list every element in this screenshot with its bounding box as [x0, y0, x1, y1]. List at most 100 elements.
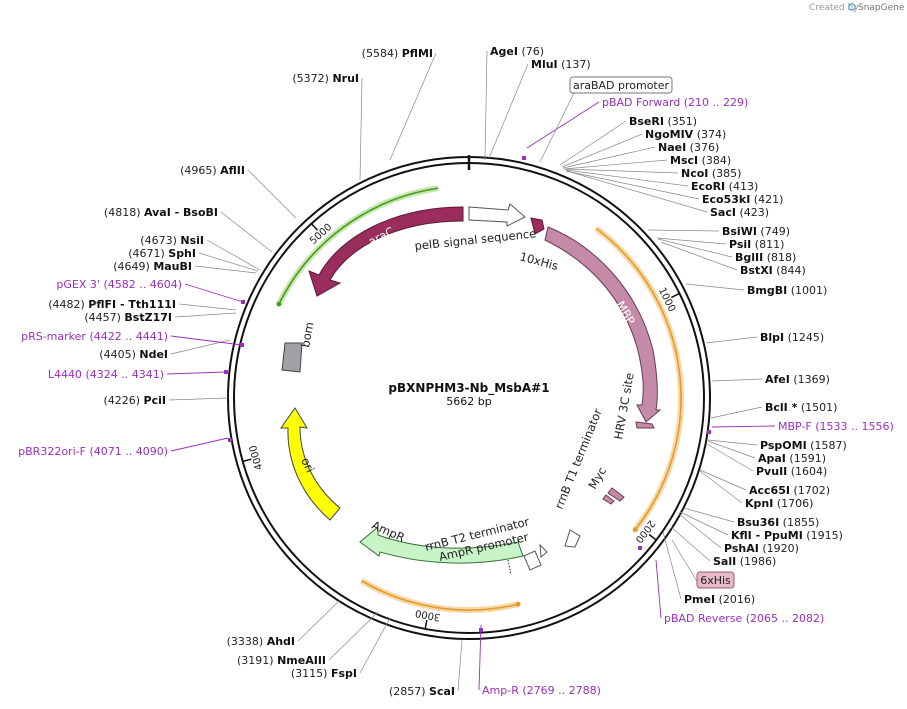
site-nrui[interactable]: (5372) NruI: [292, 72, 359, 85]
site-afei[interactable]: AfeI (1369): [765, 373, 830, 386]
boxed-label-arabad-promoter[interactable]: araBAD promoter: [539, 76, 673, 163]
primer-pbr322ori-f[interactable]: pBR322ori-F (4071 .. 4090): [18, 437, 232, 458]
primer-prs-marker[interactable]: pRS-marker (4422 .. 4441): [21, 330, 244, 347]
site-label[interactable]: (4226) PciI: [103, 394, 166, 407]
site-ecori[interactable]: EcoRI (413): [691, 180, 758, 193]
site-kpni[interactable]: KpnI (1706): [745, 497, 813, 510]
primer-label[interactable]: pBAD Forward (210 .. 229): [602, 96, 748, 109]
site-psii[interactable]: PsiI (811): [729, 238, 784, 251]
feature-MBP-arrow[interactable]: [544, 226, 662, 423]
site-ahdi[interactable]: (3338) AhdI: [227, 635, 295, 648]
site-pflfi-tth111i[interactable]: (4482) PflFI - Tth111I: [48, 298, 176, 311]
site-label[interactable]: MluI (137): [531, 58, 591, 71]
site-label[interactable]: NaeI (376): [658, 141, 719, 154]
site-label[interactable]: PsiI (811): [729, 238, 784, 251]
site-label[interactable]: (4671) SphI: [128, 247, 196, 260]
primer-mbp-f[interactable]: MBP-F (1533 .. 1556): [707, 420, 894, 434]
site-pvuii[interactable]: PvuII (1604): [756, 465, 827, 478]
feature-pelB-arrow[interactable]: [468, 203, 526, 227]
site-label[interactable]: NgoMIV (374): [645, 128, 726, 141]
site-bsu36i[interactable]: Bsu36I (1855): [737, 516, 819, 529]
site-label[interactable]: BmgBI (1001): [747, 284, 827, 297]
site-label[interactable]: PshAI (1920): [724, 542, 799, 555]
site-kfli-ppumi[interactable]: KflI - PpuMI (1915): [731, 529, 843, 542]
site-label[interactable]: MscI (384): [670, 154, 731, 167]
site-sali[interactable]: SalI (1986): [713, 555, 776, 568]
feature-rrnBT2-arrow[interactable]: [539, 543, 548, 558]
site-label[interactable]: BsiWI (749): [722, 225, 790, 238]
primer-pbad-reverse[interactable]: pBAD Reverse (2065 .. 2082): [638, 546, 824, 625]
site-ncoi[interactable]: NcoI (385): [681, 167, 741, 180]
site-label[interactable]: AgeI (76): [490, 45, 544, 58]
site-label[interactable]: (2857) ScaI: [389, 685, 455, 698]
site-saci[interactable]: SacI (423): [710, 206, 769, 219]
feature-bom-box[interactable]: [281, 342, 303, 373]
site-label[interactable]: ApaI (1591): [758, 452, 826, 465]
site-bsiwi[interactable]: BsiWI (749): [722, 225, 790, 238]
site-ndei[interactable]: (4405) NdeI: [99, 348, 168, 361]
site-label[interactable]: NcoI (385): [681, 167, 741, 180]
site-label[interactable]: KpnI (1706): [745, 497, 813, 510]
site-bstxi[interactable]: BstXI (844): [740, 264, 806, 277]
site-nmeaiii[interactable]: (3191) NmeAIII: [237, 654, 326, 667]
site-pmei[interactable]: PmeI (2016): [684, 593, 755, 606]
feature-Myc-arrow[interactable]: [607, 487, 625, 502]
site-label[interactable]: EcoRI (413): [691, 180, 758, 193]
feature-Myc-arrow-2[interactable]: [602, 494, 615, 505]
site-bcli-[interactable]: BclI * (1501): [765, 401, 837, 414]
feature-10xHis-arrow[interactable]: [530, 217, 545, 235]
primer-label[interactable]: pRS-marker (4422 .. 4441): [21, 330, 168, 343]
site-label[interactable]: (4965) AflII: [180, 164, 245, 177]
site-label[interactable]: SacI (423): [710, 206, 769, 219]
primer-label[interactable]: Amp-R (2769 .. 2788): [482, 684, 601, 697]
site-label[interactable]: BlpI (1245): [760, 331, 824, 344]
site-label[interactable]: Acc65I (1702): [749, 484, 830, 497]
site-label[interactable]: BseRI (351): [629, 115, 697, 128]
site-scai[interactable]: (2857) ScaI: [389, 685, 455, 698]
primer-amp-r[interactable]: Amp-R (2769 .. 2788): [478, 624, 601, 697]
feature-araC-arrow[interactable]: [308, 206, 464, 297]
site-eco53ki[interactable]: Eco53kI (421): [702, 193, 783, 206]
site-bglii[interactable]: BglII (818): [735, 251, 796, 264]
site-mlui[interactable]: MluI (137): [531, 58, 591, 71]
site-sphi[interactable]: (4671) SphI: [128, 247, 196, 260]
site-pcii[interactable]: (4226) PciI: [103, 394, 166, 407]
site-ngomiv[interactable]: NgoMIV (374): [645, 128, 726, 141]
site-label[interactable]: (3191) NmeAIII: [237, 654, 326, 667]
site-label[interactable]: (4673) NsiI: [140, 234, 204, 247]
site-label[interactable]: (5584) PflMI: [362, 47, 433, 60]
primer-l4440[interactable]: L4440 (4324 .. 4341): [48, 368, 228, 381]
site-label[interactable]: (4818) AvaI - BsoBI: [104, 206, 218, 219]
site-avai-bsobi[interactable]: (4818) AvaI - BsoBI: [104, 206, 218, 219]
site-label[interactable]: Bsu36I (1855): [737, 516, 819, 529]
site-acc65i[interactable]: Acc65I (1702): [749, 484, 830, 497]
site-label[interactable]: BstXI (844): [740, 264, 806, 277]
site-label[interactable]: BglII (818): [735, 251, 796, 264]
primer-label[interactable]: pBR322ori-F (4071 .. 4090): [18, 445, 168, 458]
site-apai[interactable]: ApaI (1591): [758, 452, 826, 465]
site-msci[interactable]: MscI (384): [670, 154, 731, 167]
feature-AmpR-promoter-arrow[interactable]: [523, 550, 542, 571]
site-label[interactable]: BclI * (1501): [765, 401, 837, 414]
primer-label[interactable]: pBAD Reverse (2065 .. 2082): [664, 612, 824, 625]
site-label[interactable]: (5372) NruI: [292, 72, 359, 85]
site-label[interactable]: Eco53kI (421): [702, 193, 783, 206]
site-nsii[interactable]: (4673) NsiI: [140, 234, 204, 247]
site-pspomi[interactable]: PspOMI (1587): [760, 439, 847, 452]
boxed-label-6xhis[interactable]: 6xHis: [671, 539, 735, 589]
site-bstz17i[interactable]: (4457) BstZ17I: [84, 311, 172, 324]
primer-label[interactable]: L4440 (4324 .. 4341): [48, 368, 164, 381]
feature-ori-arrow[interactable]: [280, 407, 341, 521]
site-label[interactable]: (3338) AhdI: [227, 635, 295, 648]
primer-label[interactable]: MBP-F (1533 .. 1556): [778, 420, 894, 433]
primer-pgex-3-[interactable]: pGEX 3' (4582 .. 4604): [56, 278, 245, 304]
feature-HRV3C-arrow[interactable]: [635, 421, 655, 429]
site-agei[interactable]: AgeI (76): [490, 45, 544, 58]
site-label[interactable]: SalI (1986): [713, 555, 776, 568]
site-label[interactable]: (3115) FspI: [291, 667, 357, 680]
site-bseri[interactable]: BseRI (351): [629, 115, 697, 128]
primer-label[interactable]: pGEX 3' (4582 .. 4604): [56, 278, 182, 291]
feature-rrnBT1-arrow[interactable]: [564, 529, 581, 548]
site-maubi[interactable]: (4649) MauBI: [113, 260, 192, 273]
primer-pbad-forward[interactable]: pBAD Forward (210 .. 229): [522, 96, 748, 160]
